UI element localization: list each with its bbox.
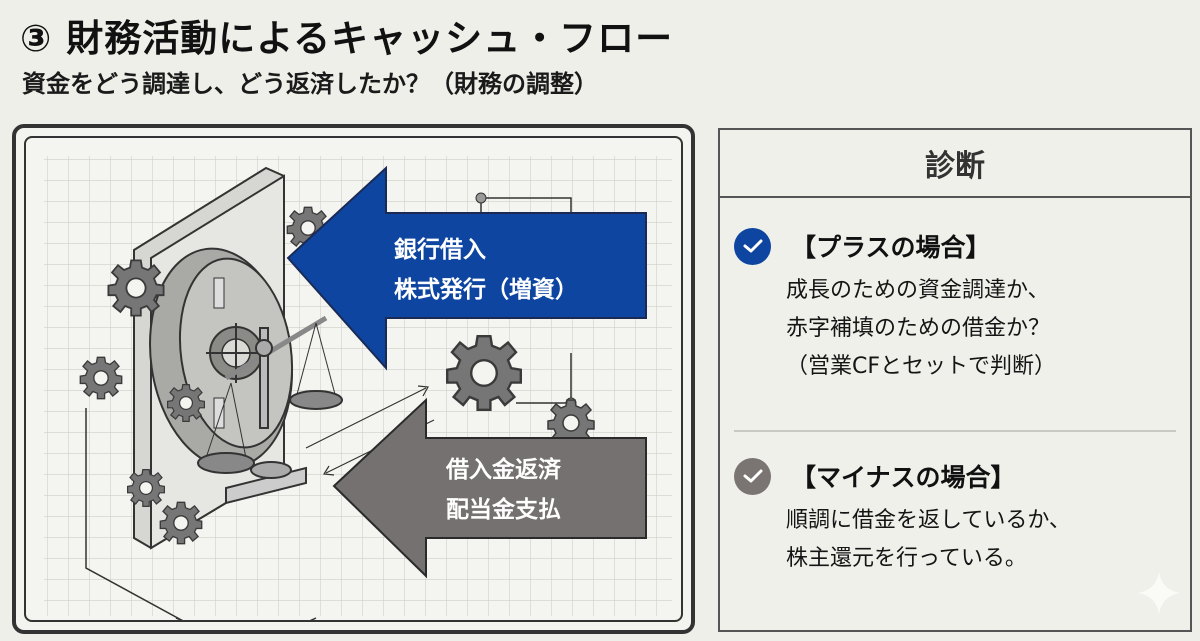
illustration-graphic [44, 156, 672, 620]
case-text-line: （営業CFとセットで判断） [786, 354, 1057, 379]
case-title: 【プラスの場合】 [791, 233, 991, 262]
divider [734, 430, 1176, 432]
inflow-arrow-label: 銀行借入 株式発行（増資） [394, 230, 578, 310]
balance-scale-icon [197, 315, 343, 505]
page-title: ③ 財務活動によるキャッシュ・フロー [20, 17, 674, 60]
case-plus: 【プラスの場合】 成長のための資金調達か、 赤字補填のための借金か？ （営業CF… [734, 226, 1176, 386]
inflow-label-line: 銀行借入 [394, 237, 486, 263]
gear-icon [107, 259, 165, 317]
gear-icon [446, 335, 522, 411]
outflow-label-line: 借入金返済 [446, 457, 561, 483]
gear-icon [79, 356, 123, 400]
illustration-panel: 銀行借入 株式発行（増資） 借入金返済 配当金支払 [12, 124, 695, 634]
case-text-line: 順調に借金を返しているか、 [786, 508, 1071, 533]
case-title: 【マイナスの場合】 [791, 463, 1016, 492]
case-minus: 【マイナスの場合】 順調に借金を返しているか、 株主還元を行っている。 [734, 456, 1176, 578]
diagnosis-title: 診断 [720, 130, 1190, 198]
case-text-line: 株主還元を行っている。 [786, 546, 1027, 571]
outflow-label-line: 配当金支払 [446, 497, 561, 523]
outflow-arrow-label: 借入金返済 配当金支払 [446, 450, 561, 530]
gear-icon [167, 384, 205, 422]
outflow-arrow [332, 397, 647, 579]
check-circle-icon [734, 457, 771, 495]
illustration-inner-frame: 銀行借入 株式発行（増資） 借入金返済 配当金支払 [24, 136, 683, 622]
circuit-node [475, 192, 487, 204]
page-subtitle: 資金をどう調達し、どう返済したか？（財務の調整） [22, 70, 598, 98]
sparkle-icon [1138, 572, 1180, 614]
case-text-line: 成長のための資金調達か、 [786, 278, 1050, 303]
inflow-arrow [286, 165, 647, 371]
case-text-line: 赤字補填のための借金か？ [786, 316, 1051, 341]
diagnosis-panel: 診断 【プラスの場合】 成長のための資金調達か、 赤字補填のための借金か？ （営… [718, 128, 1192, 632]
inflow-label-line: 株式発行（増資） [394, 277, 578, 303]
gear-icon [159, 501, 203, 545]
gear-icon [126, 469, 165, 507]
check-circle-icon [734, 227, 771, 265]
